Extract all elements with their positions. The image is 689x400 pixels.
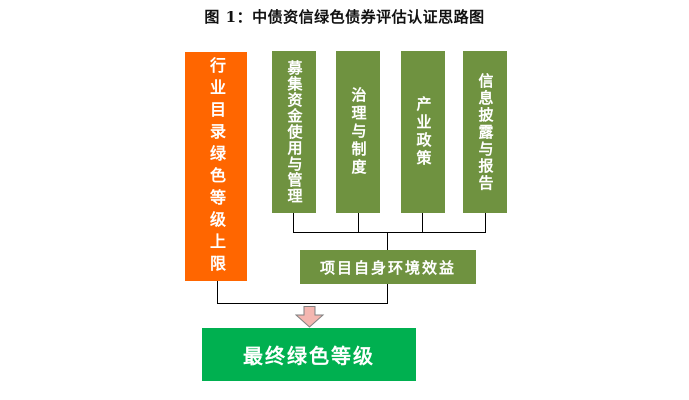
connector-line (358, 213, 359, 233)
final-grade-box: 最终绿色等级 (202, 328, 416, 381)
connector-line (217, 281, 218, 304)
factor-label: 信息披露与报告 (476, 72, 495, 192)
final-grade-label: 最终绿色等级 (243, 344, 375, 368)
connector-line (387, 284, 388, 304)
connector-line (422, 213, 423, 233)
factor-box-governance: 治理与制度 (336, 51, 380, 213)
project-benefit-box: 项目自身环境效益 (300, 250, 476, 284)
factor-box-fund-use: 募集资金使用与管理 (272, 51, 316, 213)
connector-line (387, 232, 388, 250)
down-arrow-icon (295, 306, 325, 328)
connector-line (293, 213, 294, 233)
factor-box-disclosure: 信息披露与报告 (463, 51, 507, 213)
connector-line (217, 303, 388, 304)
factor-label: 募集资金使用与管理 (285, 60, 304, 204)
industry-ceiling-label: 行业目录绿色等级上限 (207, 56, 226, 277)
factor-label: 治理与制度 (349, 87, 368, 177)
factor-box-industry-policy: 产业政策 (401, 51, 445, 213)
connector-line (485, 213, 486, 233)
factor-label: 产业政策 (414, 96, 433, 168)
connector-line (293, 232, 486, 233)
industry-ceiling-box: 行业目录绿色等级上限 (185, 52, 247, 281)
project-benefit-label: 项目自身环境效益 (319, 258, 456, 277)
diagram-title: 图 1：中债资信绿色债券评估认证思路图 (204, 8, 485, 26)
